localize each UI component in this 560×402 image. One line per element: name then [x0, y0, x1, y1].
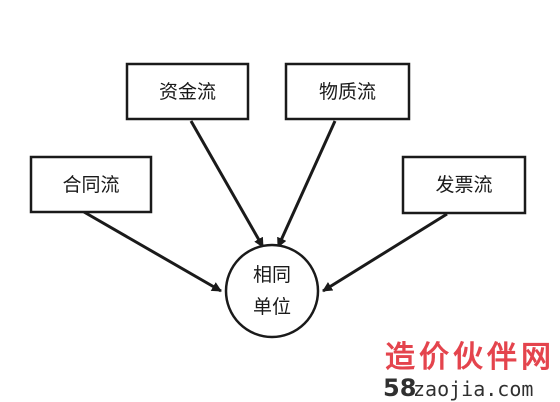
arrow-capital-to-center [189, 120, 265, 248]
node-invoice-label: 发票流 [435, 174, 492, 196]
center-label-line1: 相同 [253, 264, 291, 286]
watermark-brand: 造价伙伴网 [385, 340, 555, 375]
watermark: 造价伙伴网 58 zaojia.com [383, 340, 555, 402]
arrow-contract-to-center [83, 210, 222, 293]
node-capital: 资金流 [125, 62, 250, 121]
node-capital-label: 资金流 [159, 81, 216, 103]
node-center: 相同 单位 [224, 243, 320, 339]
watermark-url: zaojia.com [413, 377, 533, 401]
node-contract-label: 合同流 [62, 174, 119, 196]
node-contract: 合同流 [29, 155, 153, 214]
arrow-invoice-to-center [322, 212, 448, 293]
arrow-goods-to-center [276, 120, 337, 248]
node-invoice: 发票流 [401, 155, 527, 215]
node-goods: 物质流 [284, 62, 411, 121]
watermark-number: 58 [383, 374, 416, 402]
node-goods-label: 物质流 [319, 81, 376, 103]
center-label-line2: 单位 [253, 296, 291, 318]
